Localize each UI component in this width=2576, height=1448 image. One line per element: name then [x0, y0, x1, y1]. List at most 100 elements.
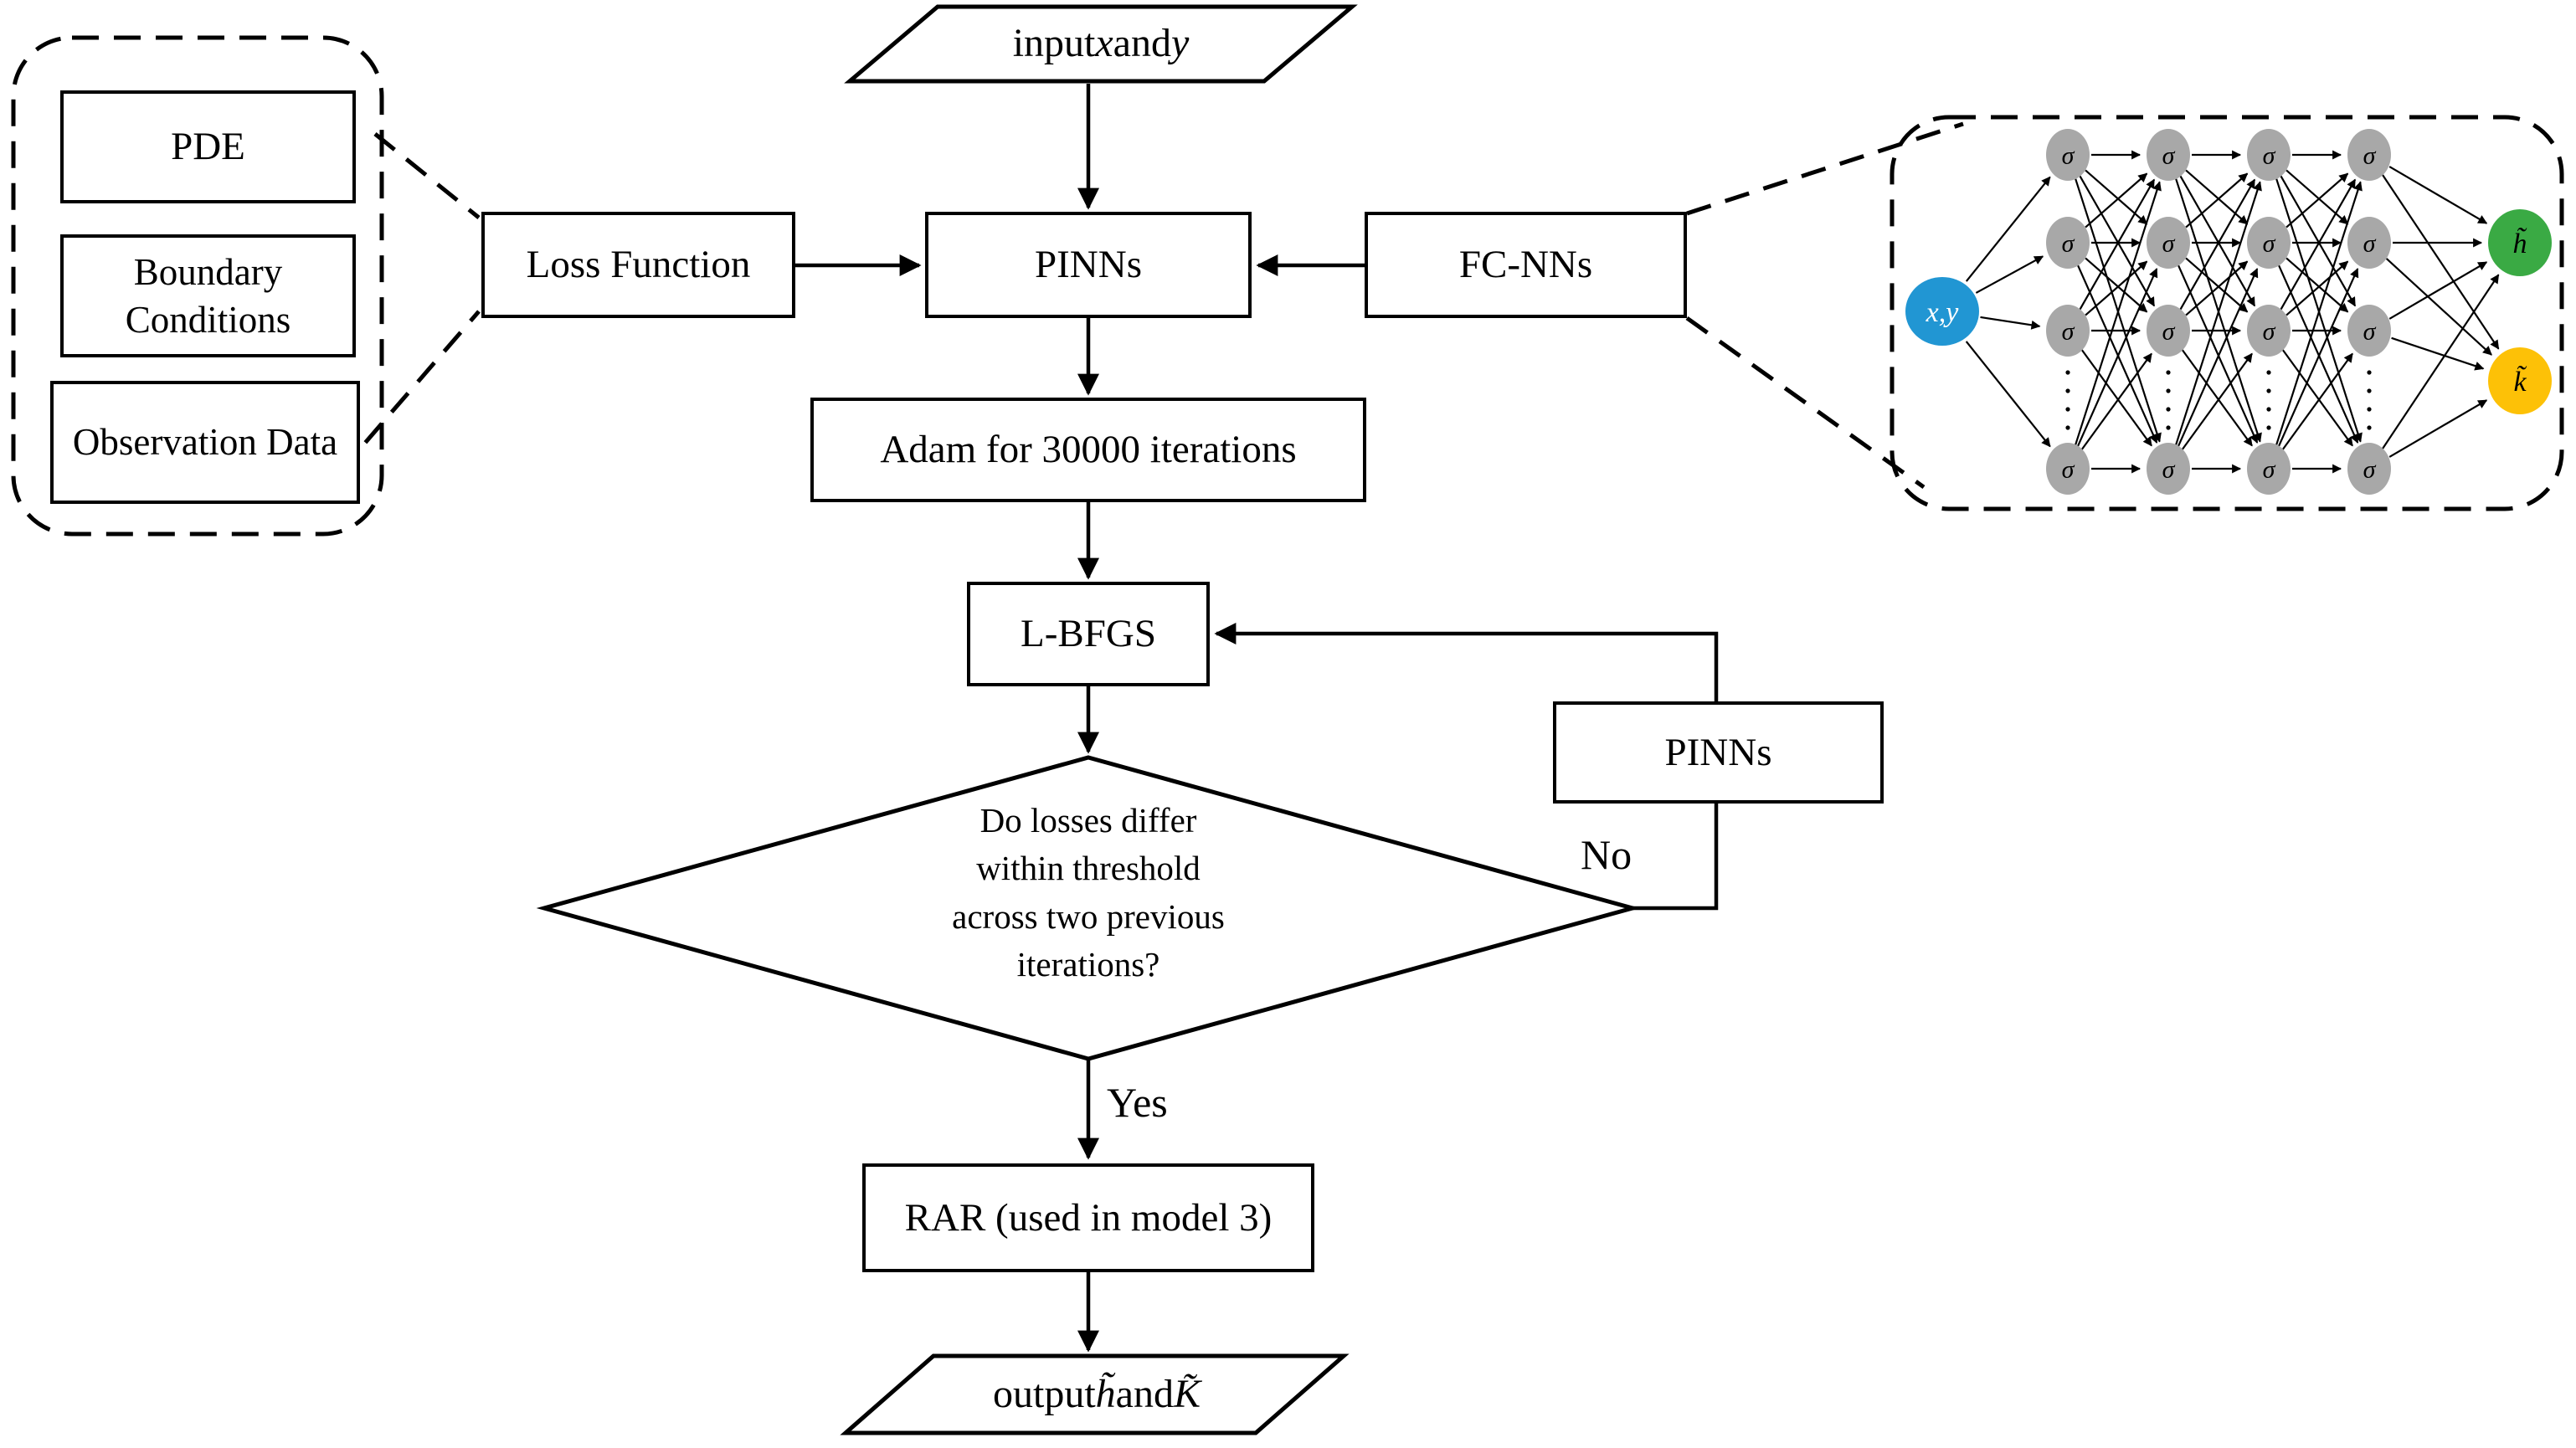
output-var-k: K̃ [1173, 1371, 1201, 1416]
nn-edge [2285, 257, 2349, 313]
output-shape-label: output h̃ and K̃ [883, 1366, 1310, 1421]
lbfgs-label: L-BFGS [1021, 612, 1156, 656]
left-callout-bottom-line [337, 310, 481, 475]
svg-text:σ: σ [2263, 230, 2276, 258]
nn-edge [2277, 268, 2359, 448]
nn-edge [2185, 260, 2249, 316]
decision-line-1: Do losses differ [979, 801, 1197, 840]
pinns-label: PINNs [1035, 243, 1142, 287]
nn-edge [2385, 258, 2492, 356]
input-var-x: x [1095, 20, 1113, 65]
svg-text:σ: σ [2062, 142, 2075, 170]
neural-network-svg: σ σ σ σ σ σ σ σ σ σ σ σ σ σ σ σ x,y h̃ k̃ [1890, 115, 2564, 511]
nn-hidden-node: σ [2046, 443, 2090, 495]
input-text: input [1012, 20, 1096, 65]
nn-edge [2178, 178, 2256, 311]
nn-edge [2177, 264, 2259, 444]
svg-text:σ: σ [2162, 456, 2176, 484]
nn-ellipsis-dot [2065, 425, 2070, 430]
nn-edge [2388, 261, 2488, 320]
nn-edge [2085, 257, 2148, 313]
nn-ellipsis-dot [2367, 388, 2372, 393]
nn-edge [2181, 352, 2253, 451]
svg-text:x,y: x,y [1926, 297, 1960, 328]
pde-label: PDE [171, 125, 245, 169]
svg-text:σ: σ [2062, 318, 2075, 346]
decision-line-2: within threshold [976, 849, 1201, 888]
svg-text:σ: σ [2263, 456, 2276, 484]
input-text-and: and [1113, 20, 1171, 65]
nn-edge [1965, 176, 2051, 282]
nn-edge [2076, 268, 2158, 448]
pde-box: PDE [60, 90, 356, 203]
nn-edge [1980, 316, 2041, 330]
svg-text:σ: σ [2363, 318, 2377, 346]
nn-output-h-node: h̃ [2488, 209, 2552, 276]
nn-hidden-node: σ [2147, 217, 2190, 269]
nn-edge [2285, 169, 2349, 225]
nn-edge [2388, 166, 2488, 224]
boundary-conditions-label: Boundary Conditions [125, 251, 291, 341]
nn-edge [2080, 348, 2152, 447]
nn-hidden-node: σ [2247, 217, 2291, 269]
observation-data-box: Observation Data [50, 381, 360, 504]
nn-hidden-node: σ [2247, 305, 2291, 357]
decision-diamond [536, 755, 1641, 1061]
nn-edge [2277, 264, 2359, 444]
nn-ellipsis-dot [2166, 370, 2171, 375]
pinns-loop-label: PINNs [1664, 730, 1772, 774]
boundary-conditions-box: Boundary Conditions [60, 234, 356, 357]
nn-hidden-node: σ [2247, 129, 2291, 181]
loss-function-box: Loss Function [481, 212, 795, 318]
nn-hidden-node: σ [2147, 305, 2190, 357]
nn-hidden-node: σ [2347, 443, 2391, 495]
decision-text: Do losses differ within threshold across… [837, 797, 1339, 989]
nn-ellipsis-dot [2367, 370, 2372, 375]
nn-input-node: x,y [1905, 277, 1979, 346]
svg-text:σ: σ [2363, 142, 2377, 170]
nn-hidden-node: σ [2147, 443, 2190, 495]
nn-edge [2076, 264, 2158, 444]
adam-box: Adam for 30000 iterations [810, 398, 1366, 502]
nn-ellipsis-dot [2266, 407, 2271, 412]
nn-hidden-node: σ [2046, 217, 2090, 269]
nn-edge [2080, 352, 2152, 451]
inputs-group-dashed-container [11, 35, 384, 537]
neural-network-panel: σ σ σ σ σ σ σ σ σ σ σ σ σ σ σ σ x,y h̃ k̃ [1888, 113, 2568, 515]
nn-ellipsis-dot [2065, 407, 2070, 412]
decision-line-4: iterations? [1016, 945, 1160, 984]
svg-text:σ: σ [2162, 230, 2176, 258]
rar-label: RAR (used in model 3) [904, 1195, 1273, 1240]
svg-text:σ: σ [2162, 142, 2176, 170]
nn-edge [2381, 173, 2500, 350]
nn-hidden-node: σ [2347, 217, 2391, 269]
nn-output-k-node: k̃ [2488, 347, 2552, 414]
nn-hidden-node: σ [2347, 305, 2391, 357]
loop-connector-pinns2-to-lbfgs [1214, 623, 1719, 701]
nn-ellipsis-dot [2065, 370, 2070, 375]
nn-edge [2074, 177, 2162, 443]
nn-ellipsis-dot [2166, 388, 2171, 393]
pinns-loop-box: PINNs [1553, 701, 1884, 804]
output-var-h: h̃ [1095, 1371, 1116, 1416]
nn-edge [2388, 399, 2488, 458]
right-callout-top-line [1686, 121, 1964, 216]
decision-line-3: across two previous [952, 896, 1225, 936]
nn-edge [2281, 348, 2353, 447]
yes-branch-label: Yes [1107, 1079, 1168, 1126]
left-callout-top-line [373, 132, 481, 219]
input-var-y: y [1170, 20, 1190, 65]
nn-edge [2185, 257, 2249, 313]
adam-label: Adam for 30000 iterations [880, 428, 1297, 472]
nn-edge [2178, 174, 2256, 307]
nn-ellipsis-dot [2367, 425, 2372, 430]
loss-function-label: Loss Function [526, 243, 751, 287]
nn-edge [2285, 172, 2349, 228]
nn-edge [2391, 336, 2485, 371]
nn-edge [2177, 268, 2259, 448]
nn-edge [2279, 174, 2357, 307]
no-connector-decision-to-pinns2 [1632, 804, 1719, 911]
nn-hidden-node: σ [2347, 129, 2391, 181]
nn-edge [2085, 260, 2148, 316]
